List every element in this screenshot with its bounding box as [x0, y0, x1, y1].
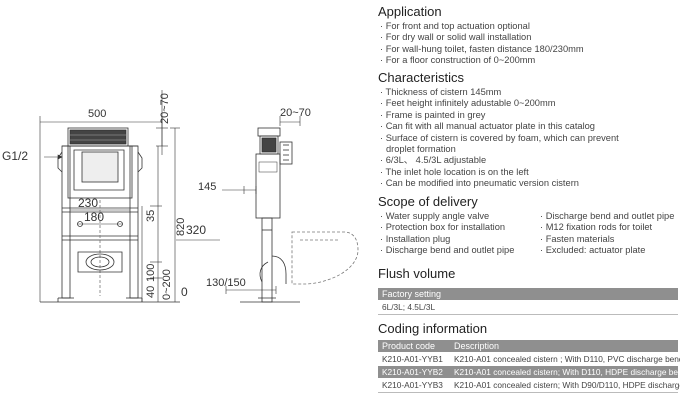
product-code: K210-A01-YYB2 [382, 367, 443, 377]
characteristics-title: Characteristics [378, 70, 464, 85]
product-code: K210-A01-YYB3 [382, 380, 443, 390]
dim-floor-zero: 0 [181, 285, 188, 299]
dim-total-height: 820 [175, 218, 187, 236]
front-dimensions [39, 90, 220, 302]
dim-inner-230: 230 [78, 196, 98, 210]
coding-divider [378, 392, 678, 393]
dim-height-100: 100 [145, 264, 157, 282]
technical-drawing: 500 G1/2 230 180 320 0 145 130/150 20~70… [2, 90, 359, 303]
dim-top-offset: 20~70 [159, 93, 171, 124]
product-desc: K210-A01 concealed cistern; With D90/D11… [454, 380, 680, 390]
flush-title: Flush volume [378, 266, 456, 281]
scope-item: Discharge bend and outlet pipe [380, 245, 540, 256]
coding-title: Coding information [378, 321, 488, 336]
application-item: For front and top actuation optional [380, 21, 584, 32]
product-desc: K210-A01 concealed cistern ; With D110, … [454, 354, 680, 364]
characteristics-item: droplet formation [386, 144, 456, 155]
scope-item: Water supply angle valve [380, 211, 540, 222]
application-item: For dry wall or solid wall installation [380, 32, 584, 43]
table-row: K210-A01-YYB1 K210-A01 concealed cistern … [378, 353, 680, 365]
coding-header-code: Product code [382, 341, 436, 351]
product-code: K210-A01-YYB1 [382, 354, 443, 364]
front-view-frame [40, 127, 180, 303]
characteristics-item: Surface of cistern is covered by foam, w… [380, 133, 619, 144]
scope-item: Fasten materials [540, 234, 678, 245]
scope-item: Installation plug [380, 234, 540, 245]
flush-header: Factory setting [378, 288, 678, 300]
dim-inlet: G1/2 [2, 149, 28, 163]
dim-outlet-height: 320 [186, 223, 206, 237]
application-item: For a floor construction of 0~200mm [380, 55, 584, 66]
table-row: K210-A01-YYB3 K210-A01 concealed cistern;… [378, 379, 680, 391]
characteristics-item: Can be modified into pneumatic version c… [380, 178, 619, 189]
product-desc: K210-A01 concealed cistern; With D110, H… [454, 367, 680, 377]
scope-item: M12 fixation rods for toilet [540, 222, 678, 233]
characteristics-item: Can fit with all manual actuator plate i… [380, 121, 619, 132]
characteristics-item: Thickness of cistern 145mm [380, 87, 619, 98]
characteristics-list: Thickness of cistern 145mm Feet height i… [380, 87, 619, 190]
coding-header: Product code Description [378, 340, 678, 352]
scope-item: Excluded: actuator plate [540, 245, 678, 256]
scope-title: Scope of delivery [378, 194, 478, 209]
table-row: K210-A01-YYB2 K210-A01 concealed cistern;… [378, 366, 680, 378]
scope-item: Protection box for installation [380, 222, 540, 233]
scope-item: Discharge bend and outlet pipe [540, 211, 678, 222]
characteristics-item: Frame is painted in grey [380, 110, 619, 121]
characteristics-item: Feet height infinitely adustable 0~200mm [380, 98, 619, 109]
application-item: For wall-hung toilet, fasten distance 18… [380, 44, 584, 55]
dim-side-depth: 130/150 [206, 277, 246, 289]
characteristics-item: 6/3L、 4.5/3L adjustable [380, 155, 619, 166]
dim-width: 500 [88, 108, 106, 120]
side-dimensions [222, 116, 301, 294]
application-title: Application [378, 4, 442, 19]
dim-floor-range: 0~200 [161, 269, 173, 300]
scope-list: Water supply angle valve Discharge bend … [380, 211, 678, 257]
application-list: For front and top actuation optional For… [380, 21, 584, 67]
dim-inner-180: 180 [84, 210, 104, 224]
side-view-frame [240, 127, 359, 303]
flush-value: 6L/3L; 4.5L/3L [382, 302, 436, 312]
characteristics-item: The inlet hole location is on the left [380, 167, 619, 178]
flush-divider [378, 314, 678, 315]
dim-height-40: 40 [145, 286, 157, 298]
dim-height-35: 35 [145, 210, 157, 222]
dim-side-thickness: 145 [198, 181, 216, 193]
spec-panel: Application For front and top actuation … [378, 0, 680, 400]
coding-header-desc: Description [454, 341, 500, 351]
dim-side-top-offset: 20~70 [280, 107, 311, 119]
